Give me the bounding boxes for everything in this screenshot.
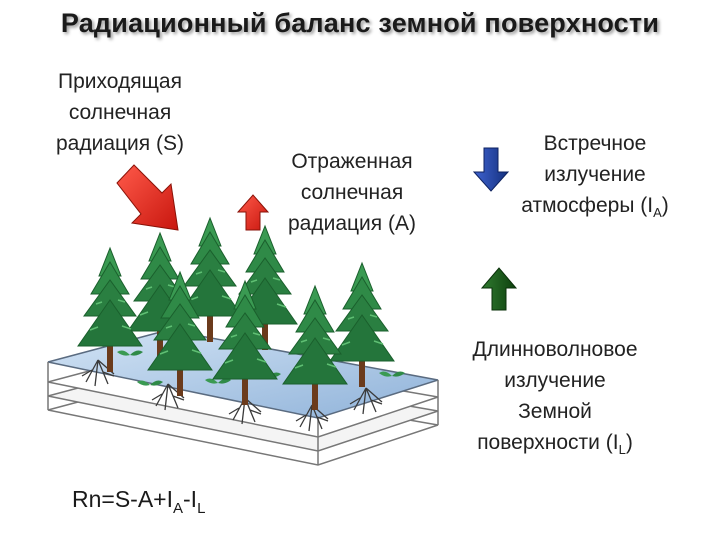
balance-formula: Rn=S-A+IA-IL — [72, 486, 206, 517]
incoming-radiation-label: Приходящая солнечная радиация (S) — [56, 70, 184, 155]
page-title: Радиационный баланс земной поверхности — [60, 8, 660, 38]
longwave-radiation-arrow — [480, 267, 518, 311]
counter-radiation-arrow — [472, 147, 510, 192]
incoming-radiation-arrow — [116, 164, 179, 231]
reflected-radiation-arrow — [236, 194, 270, 231]
counter-radiation-label: Встречное излучение атмосферы (IA) — [521, 132, 669, 220]
reflected-radiation-label: Отраженная солнечная радиация (A) — [288, 150, 416, 235]
longwave-radiation-label: Длинноволновое излучение Земной поверхно… — [472, 338, 638, 457]
